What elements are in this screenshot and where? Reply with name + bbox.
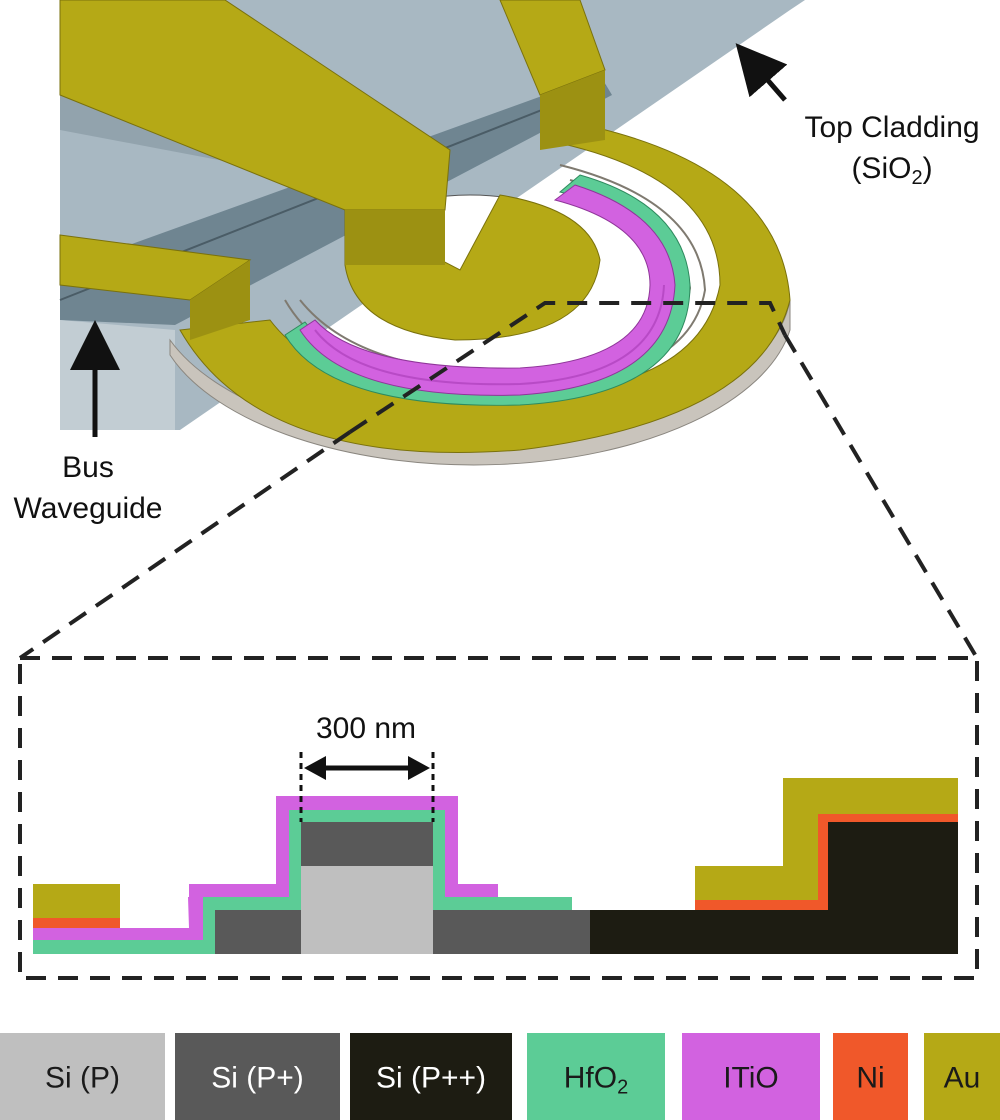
xs-right-ni-side [818,814,828,910]
xs-si-p-plus-top [301,822,433,866]
xs-left-au [33,884,120,918]
legend-label: HfO2 [564,1062,628,1099]
electrode-lower-arm-side [190,260,250,340]
material-legend: Si (P) Si (P+) Si (P++) HfO2 ITiO Ni Au [0,1033,1000,1120]
xs-right-ni-top [818,814,958,822]
top-cladding-annotation: Top Cladding (SiO2) [735,43,980,189]
legend-label: Si (P++) [376,1062,486,1095]
top-cladding-formula: (SiO2) [851,152,932,189]
legend-swatch [0,1033,165,1120]
legend-swatch [350,1033,512,1120]
electrode-right-arm-side [540,70,605,150]
xs-itio-fill [189,884,205,940]
dim-label: 300 nm [316,712,416,745]
top-cladding-label: Top Cladding [804,111,979,144]
legend-swatch [682,1033,820,1120]
zoom-indicator [18,301,979,980]
electrode-left-arm-side [345,210,445,265]
ring-center-au [344,194,601,341]
legend-label: Si (P) [45,1062,120,1095]
xs-left-hfo2 [33,940,215,954]
bus-label-line1: Bus [62,451,114,484]
legend-label: Si (P+) [211,1062,304,1095]
xs-hfo2-step [203,897,217,942]
dim-arrowhead-left [304,756,326,780]
legend-swatch [175,1033,340,1120]
cladding-front-face [60,320,175,430]
cross-section: 300 nm [33,712,958,954]
ring-itio [299,184,676,396]
xs-si-p-plus-right [433,910,590,954]
xs-si-p-plus-plus-tall [828,822,958,912]
bus-waveguide-annotation: Bus Waveguide [14,320,163,525]
xs-si-p-plus-left [215,910,301,954]
legend-swatch [527,1033,665,1120]
legend-swatch [833,1033,908,1120]
legend-label: ITiO [723,1062,779,1095]
xs-right-au [695,778,958,900]
xs-si-p [301,866,433,954]
xs-si-p-plus-plus-base [590,910,958,954]
zoom-line-right [783,333,979,660]
ring-itio-stripe [314,284,665,386]
legend-label: Ni [856,1062,884,1095]
zoom-line-left [18,430,352,660]
top-cladding-arrow [735,43,788,102]
bus-label-line2: Waveguide [14,492,163,525]
legend-swatch [924,1033,1000,1120]
device-3d-render [59,0,805,466]
xs-left-ni [33,918,120,928]
xs-left-itio [33,928,203,940]
legend-label: Au [944,1062,981,1095]
dim-arrowhead-right [408,756,430,780]
xs-right-ni-low [695,900,828,910]
